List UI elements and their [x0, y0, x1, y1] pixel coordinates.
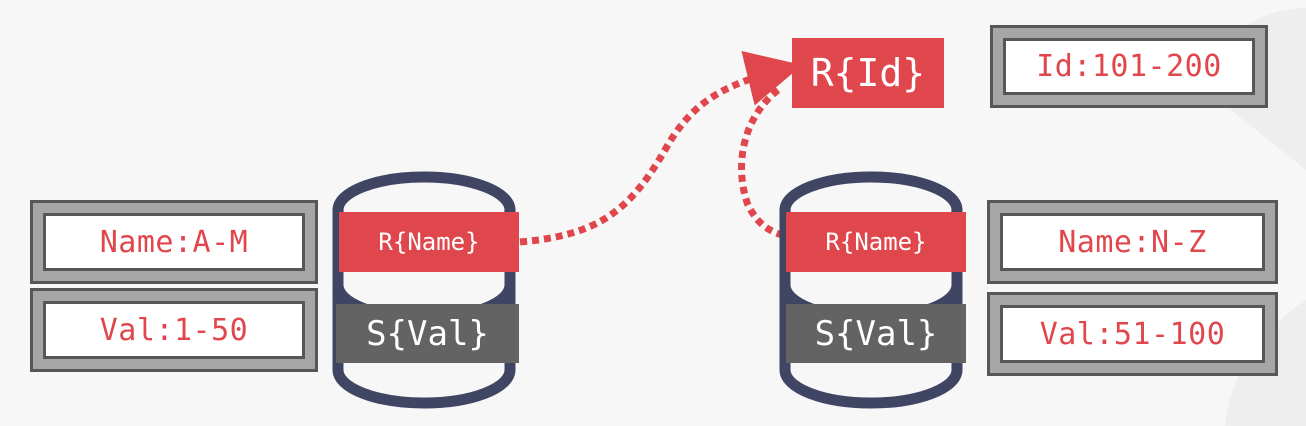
range-name-left-text: Name:A-M: [43, 213, 305, 271]
range-val-left-text: Val:1-50: [43, 301, 305, 359]
database-left-icon: [332, 171, 516, 409]
range-box-name-left: Name:A-M: [30, 200, 318, 284]
router-to-right-node-arrow: [738, 87, 787, 240]
right-r-name-label: R{Name}: [786, 212, 966, 272]
left-r-name-label: R{Name}: [339, 212, 519, 272]
left-node-to-router-arrow: [519, 51, 803, 246]
left-s-val-label: S{Val}: [336, 304, 519, 363]
range-box-val-left: Val:1-50: [30, 288, 318, 372]
range-id-text: Id:101-200: [1003, 38, 1255, 95]
range-box-val-right: Val:51-100: [987, 292, 1278, 376]
range-box-name-right: Name:N-Z: [987, 200, 1278, 284]
range-box-id: Id:101-200: [990, 25, 1268, 108]
right-s-val-label: S{Val}: [786, 304, 966, 363]
range-name-right-text: Name:N-Z: [1000, 213, 1265, 271]
range-val-right-text: Val:51-100: [1000, 305, 1265, 363]
router-label: R{Id}: [792, 38, 944, 108]
database-right-icon: [779, 171, 963, 409]
